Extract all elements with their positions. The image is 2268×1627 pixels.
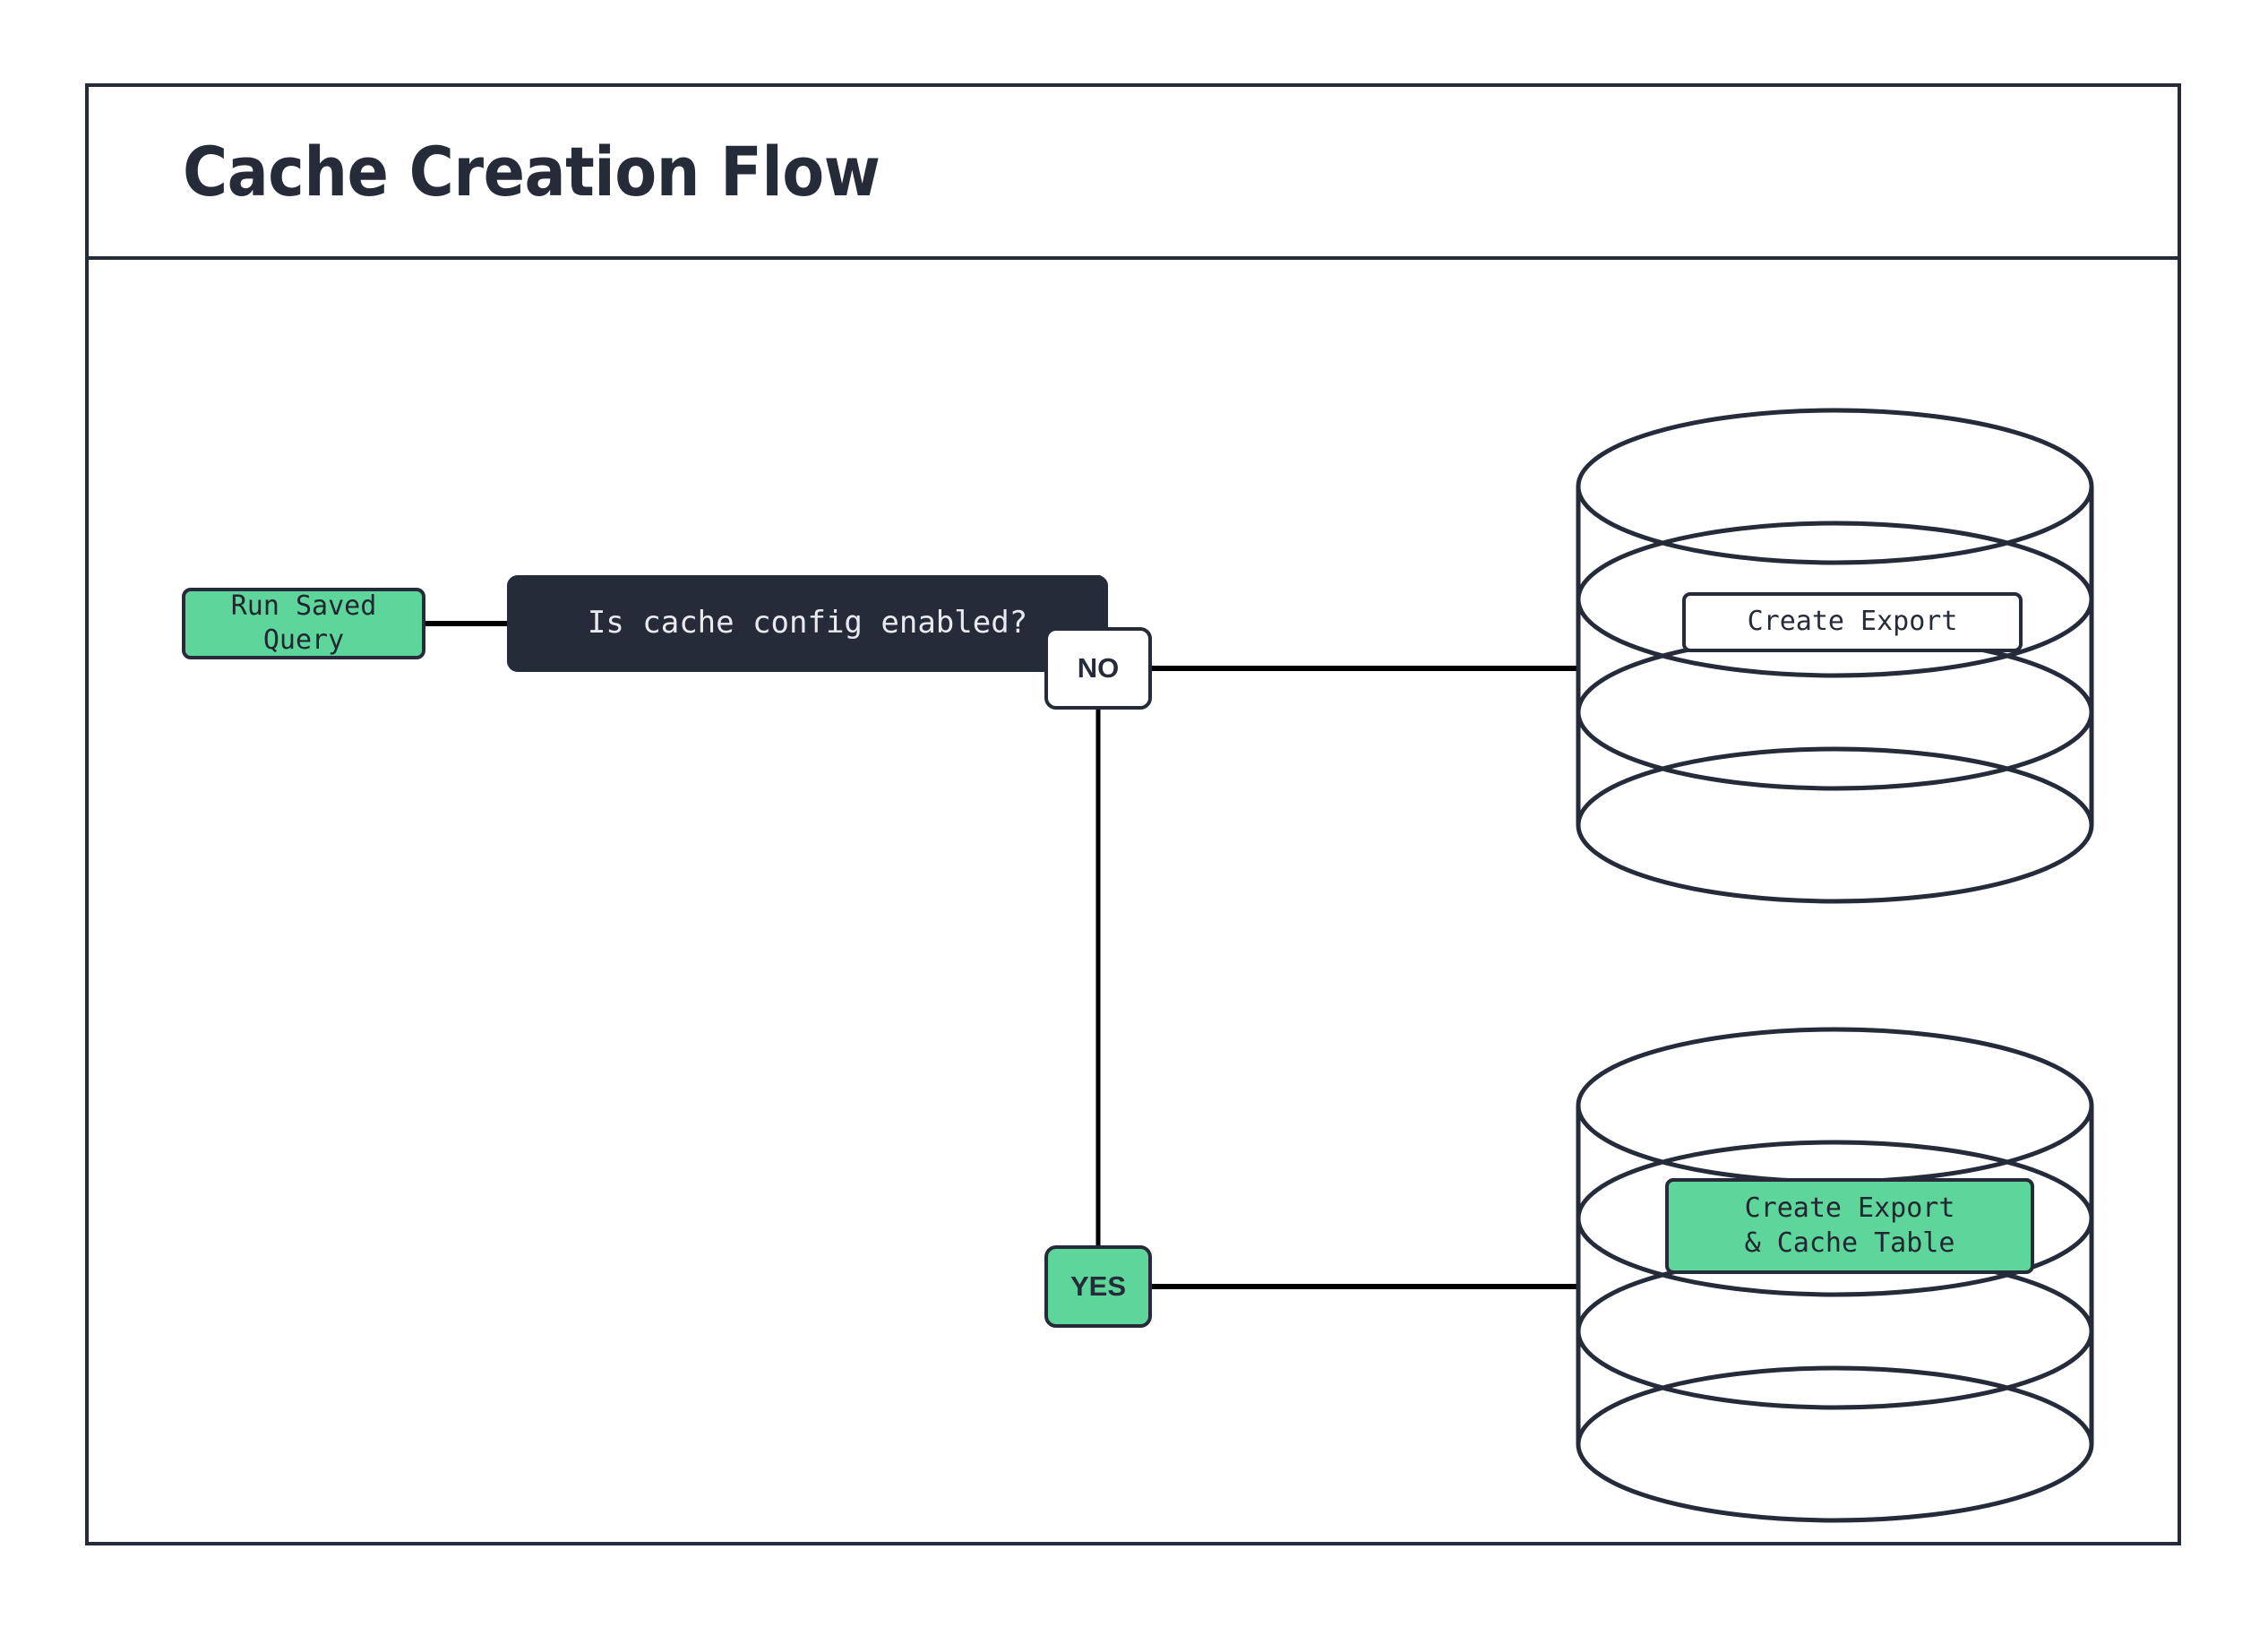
page-title: Cache Creation Flow <box>183 132 881 211</box>
database-cylinder-top <box>1576 408 2094 904</box>
node-create-export[interactable]: Create Export <box>1682 592 2023 652</box>
diagram-shapes-layer <box>425 408 2094 1523</box>
diagram-frame: Cache Creation Flow <box>85 83 2181 1545</box>
node-create-export-and-cache-table[interactable]: Create Export & Cache Table <box>1665 1178 2034 1274</box>
branch-label-no[interactable]: NO <box>1044 627 1152 710</box>
diagram-canvas: Run Saved Query Is cache config enabled?… <box>89 260 2178 1542</box>
branch-label-yes[interactable]: YES <box>1044 1245 1152 1328</box>
node-decision-is-cache-config-enabled[interactable]: Is cache config enabled? <box>507 575 1108 672</box>
diagram-header: Cache Creation Flow <box>89 87 2178 260</box>
node-run-saved-query[interactable]: Run Saved Query <box>182 588 425 659</box>
database-cylinder-bottom <box>1576 1027 2094 1523</box>
